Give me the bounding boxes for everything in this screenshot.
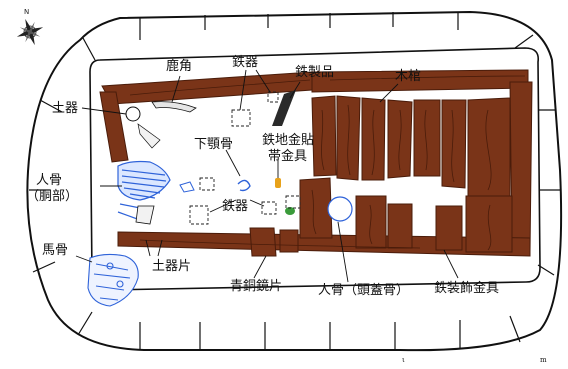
label-tetsuji-2: 帯金具 bbox=[268, 148, 307, 164]
coffin-board-low-3 bbox=[387, 203, 413, 249]
label-tetsuji-1: 鉄地金貼 bbox=[262, 132, 314, 148]
compass-rose bbox=[16, 18, 44, 46]
pit-slope-ticks bbox=[29, 12, 561, 350]
label-tetsuseihin: 鉄製品 bbox=[295, 65, 334, 80]
compass-north-letter: N bbox=[24, 8, 29, 16]
jaw-bone bbox=[237, 179, 251, 192]
label-dokihen: 土器片 bbox=[152, 259, 191, 274]
wood-grain bbox=[129, 75, 526, 251]
coffin-end-board bbox=[509, 81, 533, 253]
label-jinkotsu-skull: 人骨（頭蓋骨） bbox=[318, 283, 409, 298]
pottery-vessel bbox=[125, 106, 141, 122]
label-bakotsu: 馬骨 bbox=[42, 243, 68, 258]
label-kagakukotsu: 下顎骨 bbox=[194, 137, 233, 152]
coffin-board-low-7 bbox=[279, 229, 299, 253]
label-jinkotsu-1: 人骨 bbox=[36, 173, 62, 188]
pottery-shard-1 bbox=[137, 123, 161, 149]
bone-fragment bbox=[179, 181, 195, 193]
bronze-mirror-fragment bbox=[285, 207, 295, 215]
label-seidokyohen: 青銅鏡片 bbox=[230, 279, 282, 294]
leader-lines bbox=[75, 69, 459, 283]
coffin-board-7 bbox=[467, 97, 511, 197]
label-doki: 土器 bbox=[52, 101, 78, 116]
deer-antler bbox=[151, 101, 197, 113]
coffin-board-1 bbox=[311, 95, 337, 177]
iron-object-bar bbox=[272, 90, 296, 126]
skull-outline bbox=[327, 196, 353, 222]
scale-mark-right: m bbox=[540, 356, 547, 364]
horse-bones bbox=[87, 253, 139, 307]
label-jinkotsu-2: （胴部） bbox=[26, 189, 78, 204]
pottery-shard-2 bbox=[135, 205, 155, 225]
label-tekki-mid: 鉄器 bbox=[222, 199, 248, 214]
coffin-board-low-1 bbox=[299, 177, 333, 239]
coffin-board-5 bbox=[413, 99, 441, 177]
coffin-board-low-6 bbox=[249, 227, 277, 257]
inner-pit-outline bbox=[89, 47, 541, 291]
label-tetsusoshoku: 鉄装飾金具 bbox=[434, 280, 499, 296]
label-rokkaku: 鹿角 bbox=[166, 58, 192, 74]
coffin-board-low-4 bbox=[435, 205, 463, 251]
coffin-wood bbox=[99, 69, 533, 257]
label-tekki-top: 鉄器 bbox=[232, 55, 258, 70]
coffin-board-6 bbox=[441, 99, 467, 189]
outer-pit-outline bbox=[26, 10, 563, 352]
coffin-left-board bbox=[99, 91, 129, 163]
human-bones-torso bbox=[117, 160, 171, 221]
iron-item-markers bbox=[189, 91, 301, 225]
label-mokkan: 木棺 bbox=[395, 69, 421, 84]
scale-mark-left: ι bbox=[402, 356, 405, 364]
gold-belt-fitting bbox=[275, 178, 281, 188]
